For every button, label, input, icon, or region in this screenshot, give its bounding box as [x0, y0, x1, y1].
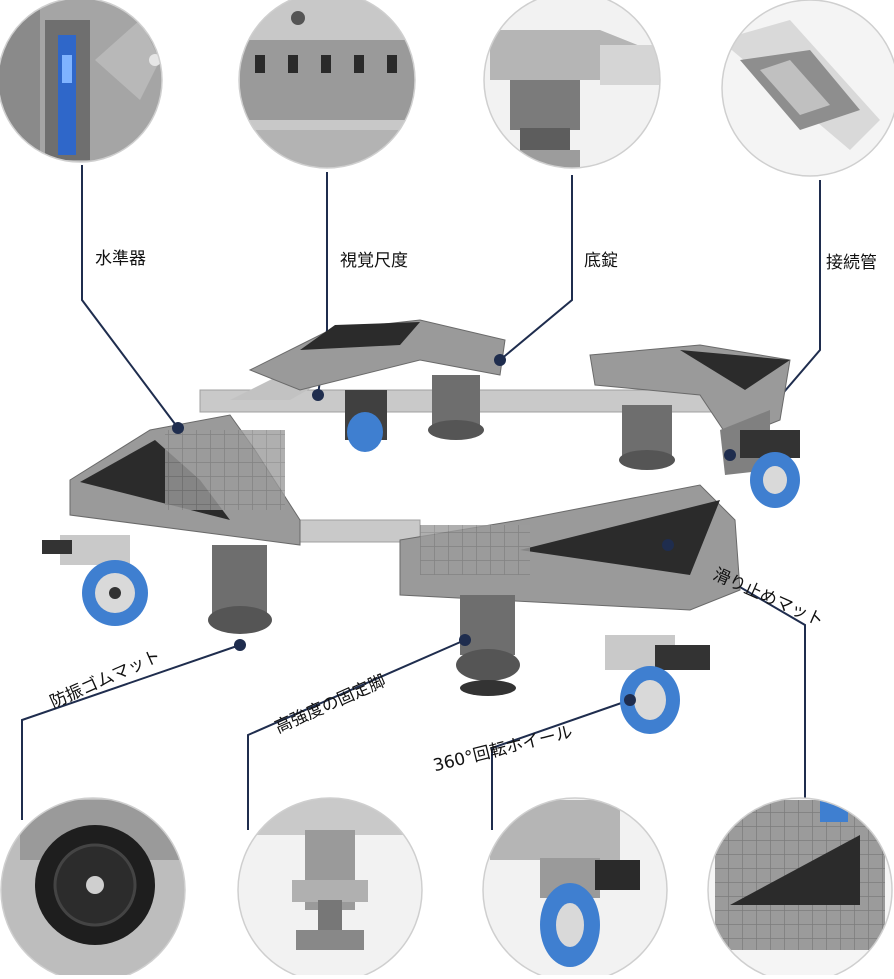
detail-circle-rubber: [1, 798, 185, 979]
label-tube: 接続管: [826, 253, 877, 273]
detail-circle-legs: [238, 798, 422, 979]
detail-circle-tube: [722, 0, 894, 176]
detail-circle-lock: [484, 0, 660, 168]
detail-circle-level: [0, 0, 162, 162]
stand-product: [42, 319, 800, 734]
label-level: 水準器: [95, 249, 146, 269]
detail-circle-scale: [239, 0, 415, 168]
label-scale: 視覚尺度: [340, 251, 408, 271]
label-lock: 底錠: [584, 251, 618, 271]
detail-circle-antislip: [708, 798, 892, 979]
leader-lines: [21, 165, 821, 830]
detail-circle-wheel: [483, 798, 667, 979]
